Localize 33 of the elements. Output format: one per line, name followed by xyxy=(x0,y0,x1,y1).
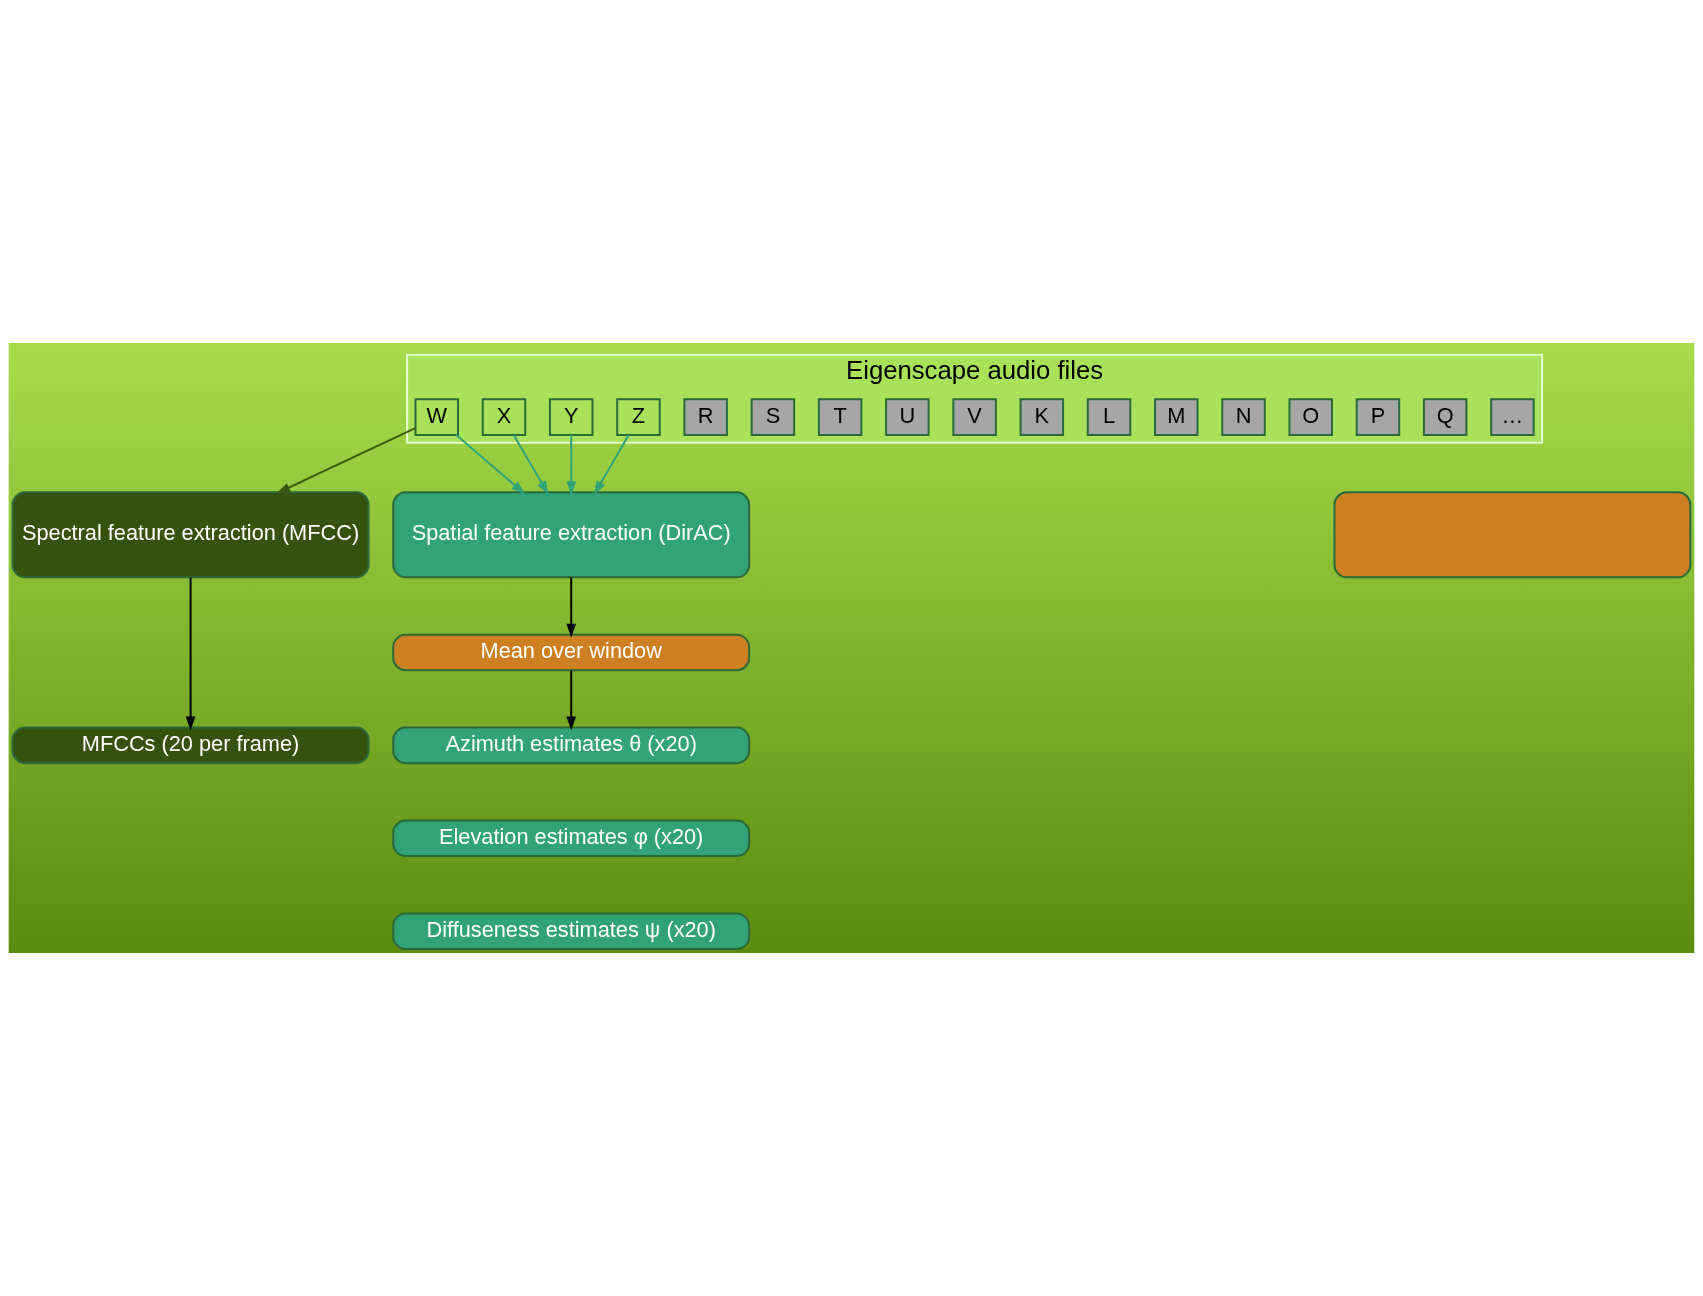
node-box xyxy=(1333,491,1692,579)
arrow xyxy=(512,433,549,495)
node-box: T xyxy=(817,398,863,436)
arrow xyxy=(566,669,577,731)
node-box: M xyxy=(1154,398,1199,436)
node-box: S xyxy=(750,398,796,436)
node-box: Q xyxy=(1422,398,1468,436)
node-box: Y xyxy=(548,398,594,436)
node-box: W xyxy=(414,398,459,436)
node-box: Azimuth estimates θ (x20) xyxy=(392,726,751,765)
node-box: Diffuseness estimates ψ (x20) xyxy=(392,912,751,951)
arrow xyxy=(276,427,417,494)
arrow xyxy=(185,576,196,731)
node-box: MFCCs (20 per frame) xyxy=(11,726,370,765)
node-box: Z xyxy=(616,398,661,436)
node-box: K xyxy=(1019,398,1065,436)
node-box: Elevation estimates φ (x20) xyxy=(392,819,751,858)
node-box: L xyxy=(1086,398,1132,436)
arrow xyxy=(455,433,526,495)
arrow xyxy=(566,433,577,496)
arrow xyxy=(566,576,577,638)
node-box: U xyxy=(885,398,930,436)
node-box: Spatial feature extraction (DirAC) xyxy=(392,491,751,579)
node-box: X xyxy=(481,398,527,436)
node-box: Spectral feature extraction (MFCC) xyxy=(11,491,370,579)
node-box: R xyxy=(683,398,728,436)
node-box: V xyxy=(952,398,997,436)
node-box: N xyxy=(1221,398,1266,436)
node-box: P xyxy=(1355,398,1401,436)
node-box: … xyxy=(1490,398,1535,436)
arrow xyxy=(593,433,630,495)
node-box: Mean over window xyxy=(392,633,751,672)
node-box: O xyxy=(1288,398,1333,436)
